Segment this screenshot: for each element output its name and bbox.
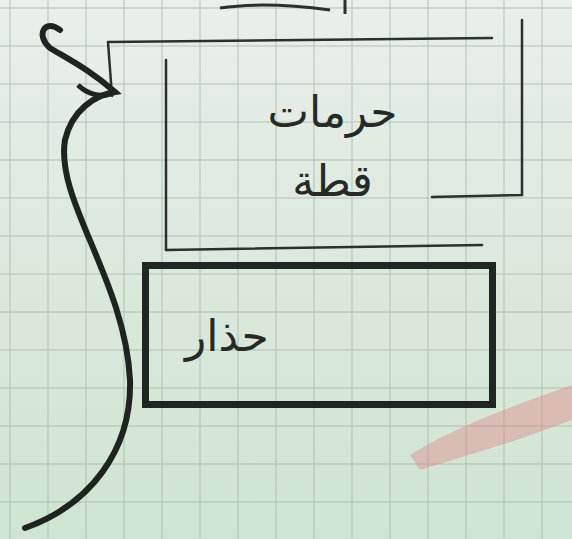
handwritten-word: قطة: [292, 153, 373, 208]
handwritten-word: حرمات: [268, 84, 398, 139]
thick-box: حذار: [142, 262, 496, 408]
handwritten-word: حذار: [185, 308, 269, 363]
open-box: حرمات قطة: [170, 50, 495, 242]
open-box-outline: [108, 20, 522, 250]
top-scribble: [220, 0, 345, 14]
curly-brace-tip: [78, 85, 115, 95]
curly-brace: [25, 26, 130, 528]
